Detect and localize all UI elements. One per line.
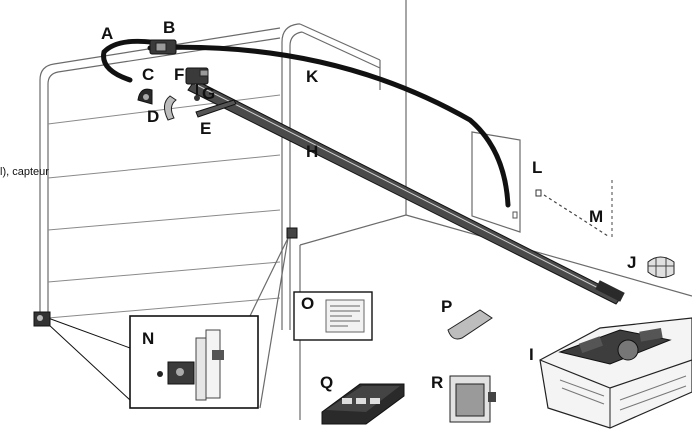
label-c: C — [142, 65, 154, 84]
wall-control — [535, 189, 542, 197]
curved-door-arm — [147, 44, 511, 208]
label-n: N — [142, 329, 154, 348]
wire-dashed-line — [543, 194, 609, 237]
control-box — [449, 375, 496, 423]
label-b: B — [163, 18, 175, 37]
label-p: P — [441, 297, 452, 316]
straight-door-arm — [101, 38, 173, 83]
rod-piece — [195, 99, 237, 118]
door-bracket — [137, 88, 153, 105]
remote-control — [321, 383, 405, 425]
side-caption: l), capteur — [0, 166, 49, 178]
header-bracket — [149, 39, 177, 55]
label-a: A — [101, 24, 113, 43]
label-k: K — [306, 67, 319, 86]
label-m: M — [589, 207, 603, 226]
light-socket — [647, 256, 675, 278]
label-f: F — [174, 65, 184, 84]
bolt — [194, 84, 200, 101]
label-r: R — [431, 373, 443, 392]
label-l: L — [532, 158, 542, 177]
part-labels: A B C F G D E K H L M J N O P I Q R — [101, 18, 636, 392]
label-j: J — [627, 253, 636, 272]
rail — [187, 79, 625, 305]
label-q: Q — [320, 373, 333, 392]
label-i: I — [529, 345, 534, 364]
label-g: G — [202, 84, 215, 103]
label-h: H — [306, 142, 318, 161]
bent-arm-piece — [164, 95, 177, 121]
label-e: E — [200, 119, 211, 138]
callout-detail — [47, 237, 289, 409]
label-d: D — [147, 107, 159, 126]
manual-card — [293, 291, 373, 341]
interior-door — [471, 131, 521, 233]
label-o: O — [301, 294, 314, 313]
room-outline — [299, 0, 692, 420]
garage-door — [39, 23, 381, 330]
trolley-bracket — [185, 67, 209, 85]
opener-motor-unit — [539, 317, 692, 429]
safety-sensor — [33, 227, 298, 327]
lubricant-tube — [447, 309, 493, 340]
